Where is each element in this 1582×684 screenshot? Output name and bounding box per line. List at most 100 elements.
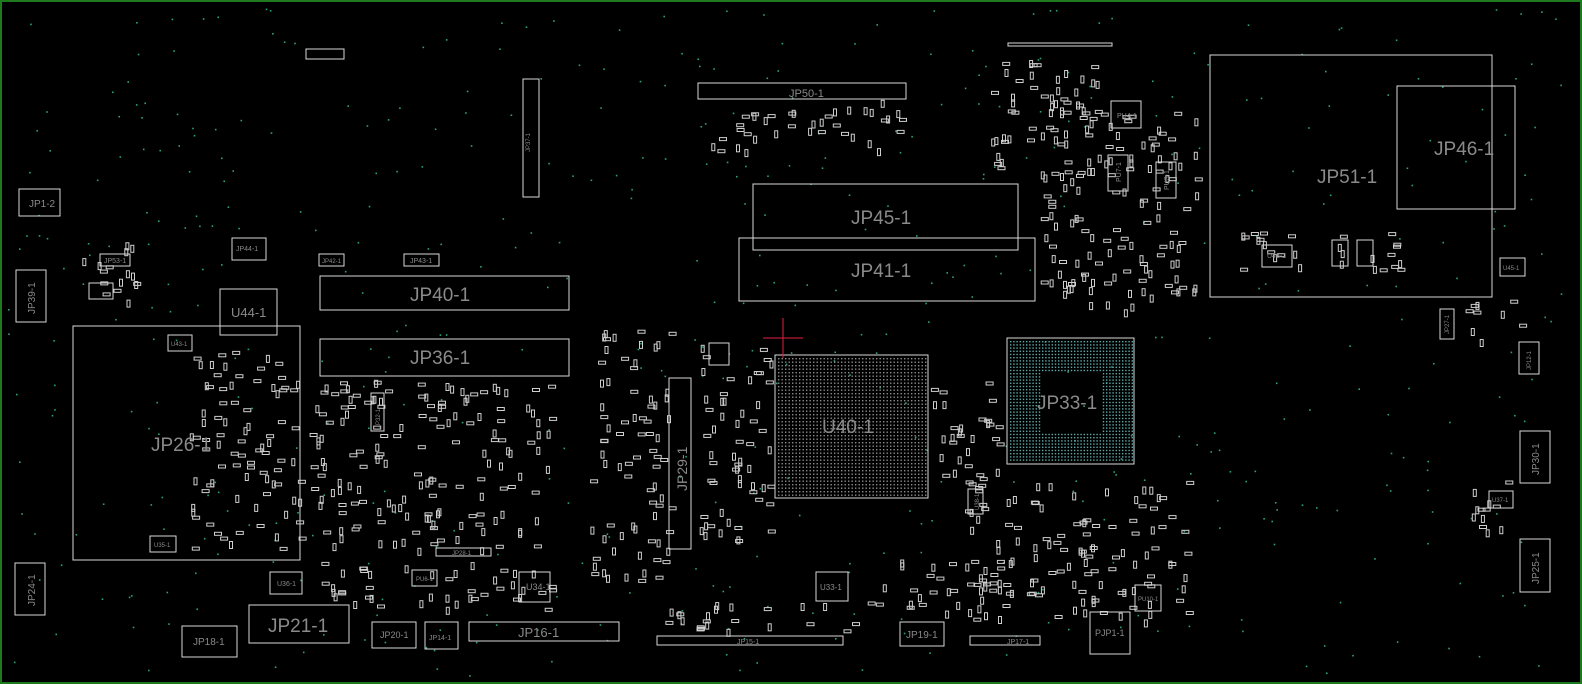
bga-ball <box>865 477 867 479</box>
smd-pad <box>1001 139 1009 144</box>
via-dot <box>1263 518 1265 520</box>
via-dot <box>217 16 219 19</box>
smd-pad <box>298 536 307 541</box>
bga-ball <box>1022 341 1025 343</box>
smd-pad <box>1505 480 1514 485</box>
bga-ball <box>1035 408 1037 410</box>
bga-ball <box>1083 347 1085 349</box>
bga-ball <box>851 477 853 479</box>
bga-ball <box>837 438 839 440</box>
bga-ball <box>1019 433 1021 436</box>
bga-ball <box>1029 366 1031 368</box>
smd-pad <box>277 458 286 463</box>
bga-ball <box>1083 353 1085 356</box>
bga-ball <box>1102 427 1105 429</box>
bga-ball <box>865 396 867 398</box>
bga-ball <box>1019 347 1021 349</box>
bga-ball <box>879 484 881 486</box>
smd-pad <box>1051 255 1056 264</box>
bga-ball <box>1106 446 1108 448</box>
bga-ball <box>904 445 906 447</box>
via-dot <box>1326 672 1328 675</box>
bga-ball <box>869 361 871 363</box>
via-dot <box>1358 388 1360 390</box>
bga-ball <box>792 473 794 475</box>
bga-ball <box>816 466 818 468</box>
label-jp24-1: JP24-1 <box>27 574 38 606</box>
bga-ball <box>1118 347 1121 349</box>
bga-ball <box>1118 373 1121 375</box>
bga-ball <box>1026 427 1028 429</box>
smd-pad <box>707 524 716 529</box>
bga-ball <box>1125 395 1127 397</box>
bga-ball <box>1070 446 1073 448</box>
bga-ball <box>879 487 881 489</box>
bga-ball <box>799 424 801 426</box>
via-dot <box>785 363 788 366</box>
bga-ball <box>1061 449 1063 452</box>
smd-pad <box>275 390 280 399</box>
bga-ball <box>1131 341 1133 343</box>
bga-ball <box>1045 357 1047 359</box>
via-dot <box>1514 414 1516 417</box>
smd-pad <box>445 606 450 615</box>
via-dot <box>202 268 204 271</box>
smd-pad <box>996 559 1005 564</box>
bga-ball <box>802 463 804 465</box>
smd-pad <box>1087 167 1092 176</box>
bga-ball <box>813 463 815 465</box>
bga-ball <box>879 473 881 475</box>
bga-ball <box>1061 363 1063 365</box>
smd-pad <box>318 501 323 510</box>
smd-pad <box>726 518 731 527</box>
bga-ball <box>848 414 850 416</box>
bga-ball <box>1061 357 1063 359</box>
bga-ball <box>872 361 874 363</box>
smd-pad <box>933 401 937 410</box>
bga-ball <box>918 358 920 360</box>
via-dot <box>566 277 568 280</box>
bga-ball <box>1019 440 1021 442</box>
bga-ball <box>862 480 864 482</box>
bga-ball <box>1010 379 1012 381</box>
bga-ball <box>1131 385 1133 388</box>
bga-ball <box>1102 366 1105 368</box>
bga-ball <box>876 407 878 409</box>
smd-pad <box>1379 268 1388 273</box>
smd-pad <box>379 397 383 406</box>
bga-ball <box>1109 401 1111 404</box>
via-dot <box>178 145 180 147</box>
bga-ball <box>813 494 815 496</box>
smd-pad <box>976 515 981 524</box>
bga-ball <box>858 428 860 430</box>
bga-ball <box>785 428 787 430</box>
bga-ball <box>1029 453 1031 455</box>
smd-pad <box>1141 141 1146 150</box>
bga-ball <box>883 484 885 486</box>
bga-ball <box>1131 347 1133 349</box>
bga-ball <box>1067 363 1069 365</box>
bga-ball <box>1016 344 1018 346</box>
bga-ball <box>848 375 850 377</box>
bga-ball <box>872 466 874 468</box>
bga-ball <box>792 456 794 458</box>
bga-ball <box>1122 424 1124 426</box>
smd-pad <box>1044 234 1049 243</box>
via-dot <box>1389 490 1392 492</box>
smd-pad <box>1085 133 1094 138</box>
bga-ball <box>1010 424 1012 426</box>
bga-ball <box>876 431 878 433</box>
bga-ball <box>921 361 923 363</box>
smd-pad <box>113 288 122 293</box>
bga-ball <box>855 477 857 479</box>
bga-ball <box>883 456 885 458</box>
bga-ball <box>1125 411 1127 413</box>
bga-ball <box>1099 446 1101 448</box>
bga-ball <box>823 484 825 486</box>
bga-ball <box>897 442 899 444</box>
bga-ball <box>813 365 815 367</box>
smd-pad <box>1168 515 1177 520</box>
bga-ball <box>1131 376 1133 378</box>
smd-pad <box>1472 488 1477 497</box>
